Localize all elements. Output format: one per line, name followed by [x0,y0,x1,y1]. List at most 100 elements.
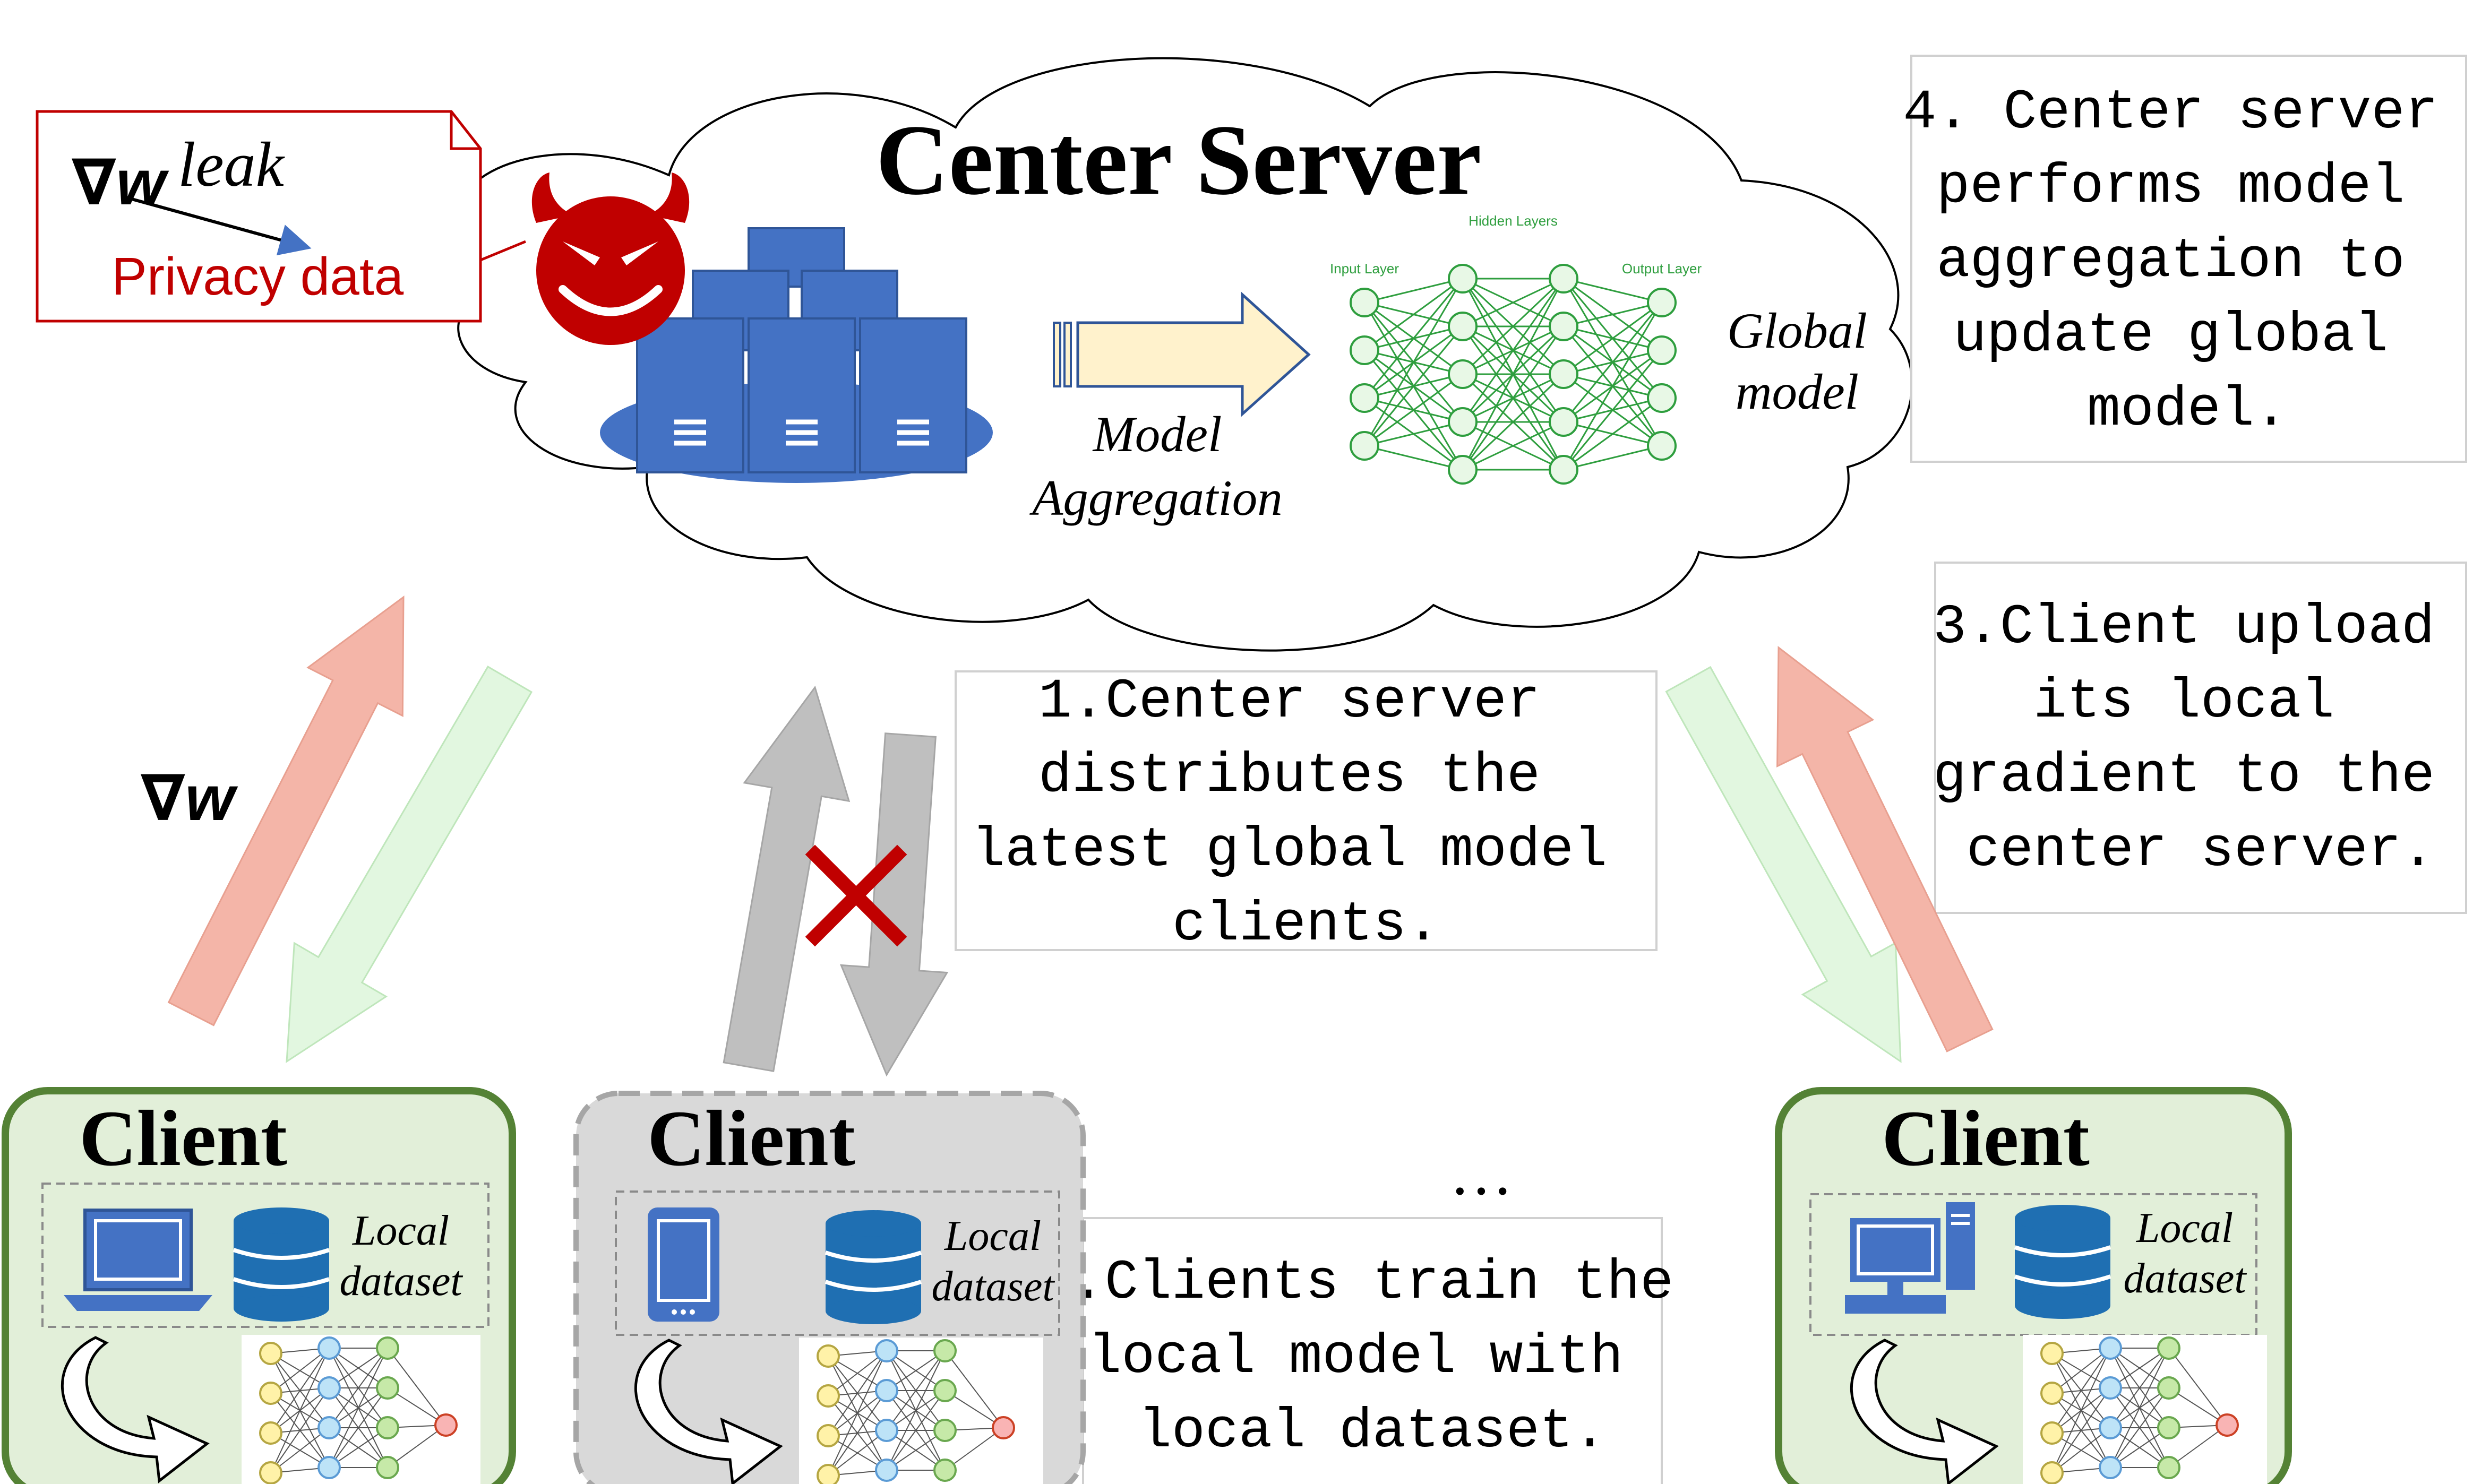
nn-connection [2051,1387,2111,1473]
nn-node [933,1379,957,1402]
local-dataset-label: dataset [931,1263,1055,1310]
nn-node [2040,1461,2064,1484]
nn-connection [270,1348,330,1434]
nn-connection [387,1348,446,1426]
nn-node [259,1461,282,1484]
nn-connection [1462,421,1564,471]
privacy-data-label: Privacy data [111,247,404,306]
step4-line: performs model [1936,156,2405,219]
nn-node [1647,383,1677,413]
step4-line: model. [2087,378,2288,442]
training-curved-arrow-icon [61,1336,210,1483]
nn-node [2099,1376,2122,1400]
nn-connection [886,1430,946,1471]
nn-connection [1462,373,1565,471]
nn-node [2157,1456,2180,1479]
nn-connection [1562,350,1663,470]
nn-connection [387,1425,446,1468]
upload-arrow [1776,645,1994,1052]
blocked-download-arrow [839,732,949,1077]
leak-label: leak [178,129,286,200]
nn-connection [1562,302,1663,470]
nn-connection [1364,278,1463,351]
step4-line: aggregation to [1936,230,2405,293]
nn-connection [1563,397,1662,471]
nn-connection [1462,278,1565,470]
nn-node [1350,431,1379,461]
nn-node [2040,1342,2064,1365]
nn-node [2099,1416,2122,1439]
aggregation-arrow [1053,291,1311,417]
nn-node [1448,264,1478,294]
local-dataset-label: Local [352,1207,449,1254]
nn-node [933,1419,957,1442]
step4-line: 4. Center server [1903,81,2438,144]
nn-node [376,1456,399,1479]
nn-node [259,1342,282,1365]
nn-connection [944,1427,1004,1471]
nn-connection [329,1348,388,1388]
phone-icon [648,1207,719,1322]
nn-connection [1462,278,1565,375]
nn-node [317,1416,341,1439]
nn-node [1448,455,1478,485]
communication-arrows [167,596,1994,1077]
nn-node [376,1376,399,1400]
step2-box: 2.Clients train the local model with loc… [1038,1217,1673,1484]
nn-node [1647,288,1677,317]
nn-node [2157,1416,2180,1439]
nn-node [1647,431,1677,461]
center-server-title: Center Server [875,105,1481,216]
nn-node [2157,1376,2180,1400]
nn-node [875,1339,898,1362]
local-model-network [817,1339,1015,1484]
nn-connection [1363,278,1464,399]
global-model-label-line2: model [1736,364,1859,420]
local-model-network [259,1336,458,1484]
step3-line: 3.Client upload [1933,596,2435,659]
nn-node [2099,1336,2122,1360]
nn-connection [2168,1425,2228,1468]
client-title: Client [79,1094,287,1183]
privacy-leak-note: ∇w leak Privacy data [36,110,526,323]
training-curved-arrow-icon [634,1339,783,1484]
nn-node [1549,312,1578,341]
nn-connection [2051,1348,2111,1434]
nn-connection [1562,302,1663,422]
step2-line: 2.Clients train the [1038,1252,1673,1315]
nn-connection [886,1350,946,1431]
step1-line: latest global model [972,819,1607,882]
nn-connection [1563,301,1662,375]
nn-node [1549,407,1578,437]
more-clients-ellipsis: … [1449,1137,1513,1208]
local-dataset-label: dataset [339,1258,463,1305]
nn-connection [944,1350,1004,1428]
nn-node [1647,335,1677,365]
step1-box: 1.Center server distributes the latest g… [955,670,1658,956]
nn-node [1448,407,1478,437]
step1-line: distributes the [1038,745,1540,808]
database-icon [2014,1205,2111,1319]
nn-node [2099,1456,2122,1479]
download-arrow [1665,666,1902,1063]
nn-node [875,1379,898,1402]
nn-connection [828,1350,887,1396]
download-arrow [286,666,533,1063]
nn-connection [886,1390,946,1471]
laptop-icon [64,1209,212,1311]
svg-text:1.Center server distribu: 1.Center server distributes the latest g… [972,670,1641,956]
client-card-3: Client Local dataset [1775,1087,2292,1484]
nn-connection [1364,278,1463,304]
nn-connection [1563,445,1662,471]
step1-line: clients. [1172,893,1440,956]
training-curved-arrow-icon [1850,1339,1999,1484]
nn-input-layer-label: Input Layer [1330,261,1399,277]
nn-connection [1462,278,1564,327]
nn-node [1350,335,1379,365]
leak-gradient-symbol: ∇w [72,147,169,218]
aggregation-label-line2: Aggregation [1029,470,1282,526]
nn-connection [2051,1348,2111,1473]
nn-connection [270,1348,330,1473]
nn-connection [270,1348,330,1394]
local-model-network [2040,1336,2239,1484]
